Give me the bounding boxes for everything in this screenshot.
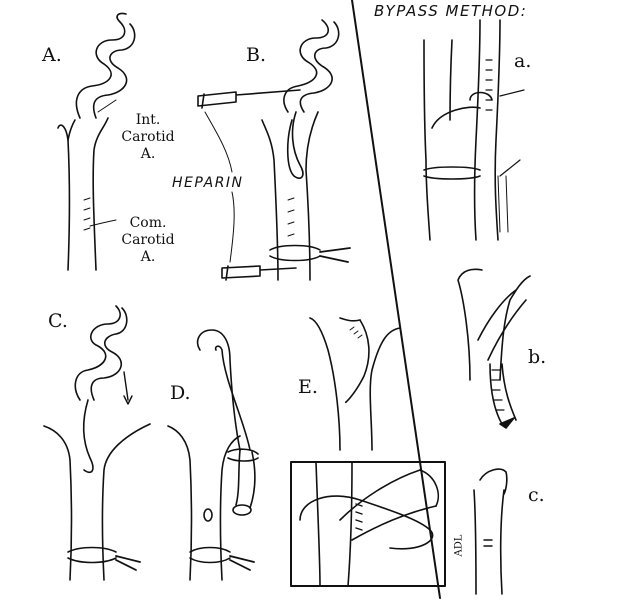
label-bypass-title: BYPASS METHOD: [374,2,528,20]
panel-b-artery [197,19,351,281]
syringe-bottom [221,265,297,281]
label-panel-b: B. [246,44,267,66]
panel-a-artery [57,12,136,271]
syringe-top [197,89,301,109]
label-common-carotid-line2: Carotid [121,232,175,248]
label-panel-a: A. [42,44,62,66]
bypass-b-artery [457,268,531,429]
label-internal-carotid: Int. Carotid A. [112,112,184,163]
label-common-carotid-line3: A. [140,249,156,265]
inset-box [290,461,446,587]
label-internal-carotid-line3: A. [140,146,156,162]
label-panel-d: D. [170,382,191,404]
label-internal-carotid-line1: Int. [135,112,161,128]
label-common-carotid-line1: Com. [129,215,167,231]
panel-divider [351,0,441,599]
label-bypass-b: b. [528,346,547,368]
label-bypass-c: c. [528,484,545,506]
label-panel-e: E. [298,376,318,398]
label-panel-c: C. [48,310,68,332]
panel-e-artery [309,317,401,451]
label-heparin: HEPARIN [172,175,244,191]
panel-c-artery [43,305,151,581]
artist-signature: ADL [453,534,465,557]
bypass-c-artery [473,468,508,595]
label-bypass-a: a. [514,50,532,72]
label-common-carotid: Com. Carotid A. [112,215,184,266]
bypass-a-artery [423,19,525,241]
panel-d-artery [167,329,259,581]
label-internal-carotid-line2: Carotid [121,129,175,145]
